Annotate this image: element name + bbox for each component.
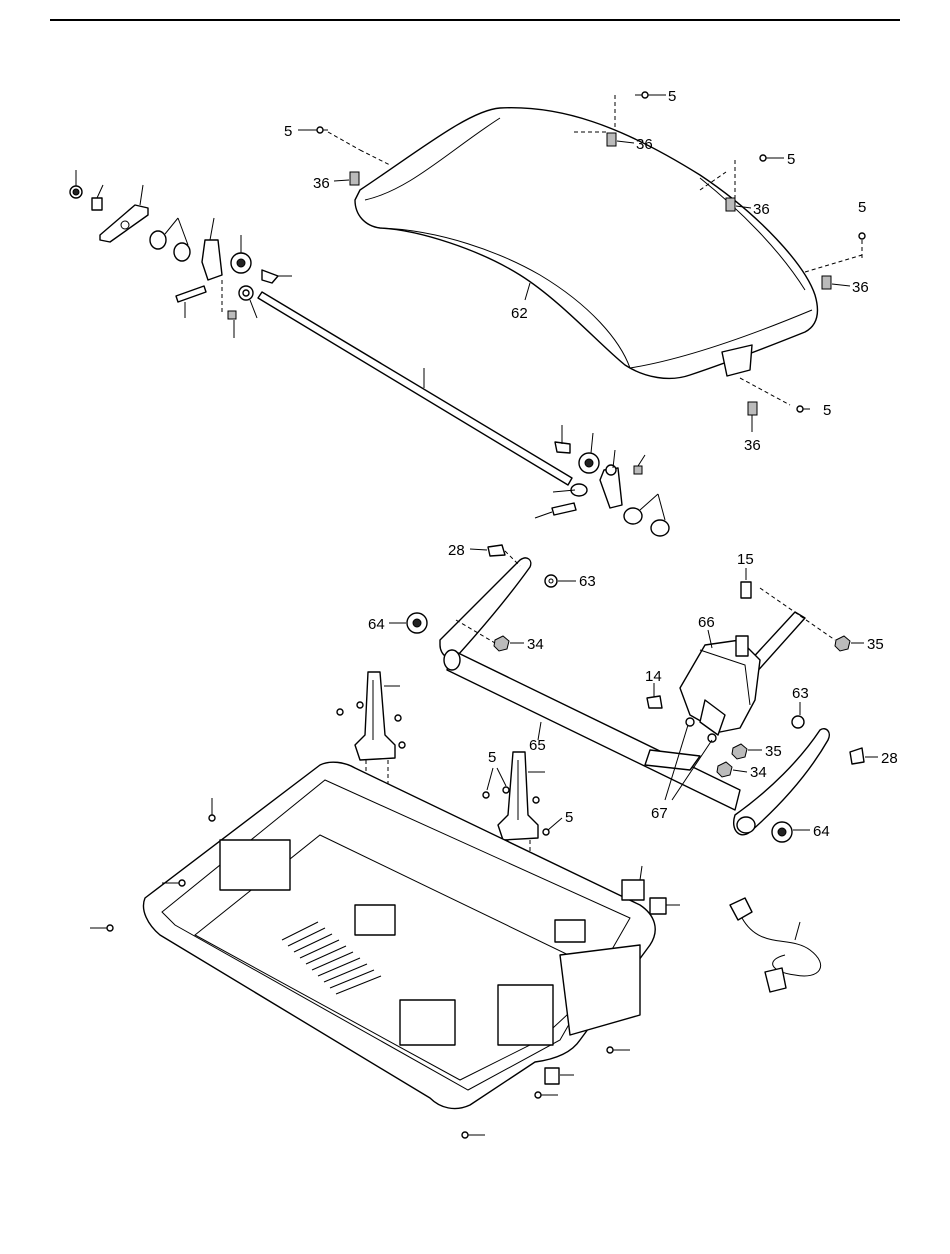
- callout-64: 64: [813, 823, 830, 840]
- callout-5: 5: [565, 809, 573, 826]
- callout-5: 5: [488, 749, 496, 766]
- callout-14: 14: [645, 668, 662, 685]
- callout-5: 5: [787, 151, 795, 168]
- right-roller-hardware: [535, 425, 669, 536]
- callout-5: 5: [823, 402, 831, 419]
- callout-36: 36: [744, 437, 761, 454]
- callout-64: 64: [368, 616, 385, 633]
- callout-5: 5: [284, 123, 292, 140]
- callout-67: 67: [651, 805, 668, 822]
- callout-35: 35: [765, 743, 782, 760]
- callout-63: 63: [792, 685, 809, 702]
- callout-65: 65: [529, 737, 546, 754]
- callout-36: 36: [313, 175, 330, 192]
- callout-34: 34: [750, 764, 767, 781]
- motor-hood: [355, 108, 818, 379]
- callout-5: 5: [858, 199, 866, 216]
- callout-36: 36: [636, 136, 653, 153]
- callout-15: 15: [737, 551, 754, 568]
- callout-63: 63: [579, 573, 596, 590]
- callout-28: 28: [881, 750, 898, 767]
- callout-62: 62: [511, 305, 528, 322]
- callout-66: 66: [698, 614, 715, 631]
- callout-36: 36: [753, 201, 770, 218]
- callout-5: 5: [668, 88, 676, 105]
- callout-28: 28: [448, 542, 465, 559]
- left-roller-hardware: [70, 170, 292, 338]
- base-pan: [143, 762, 655, 1108]
- callout-34: 34: [527, 636, 544, 653]
- callout-36: 36: [852, 279, 869, 296]
- incline-frame: [440, 558, 829, 835]
- callout-35: 35: [867, 636, 884, 653]
